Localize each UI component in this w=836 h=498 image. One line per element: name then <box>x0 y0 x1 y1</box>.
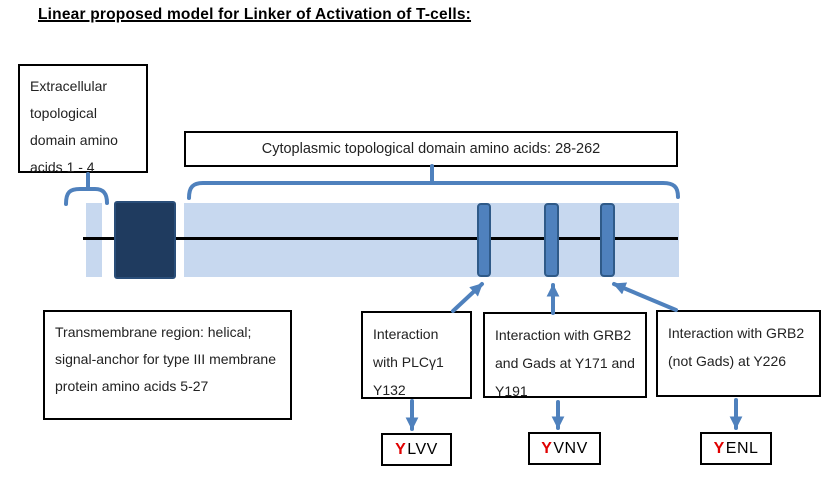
extracellular-label-text: Extracellular topological domain amino a… <box>30 78 118 175</box>
extracellular-segment <box>86 203 102 277</box>
interaction-box-plcg1: Interaction with PLCγ1 Y132 <box>361 311 472 399</box>
cytoplasmic-label-box: Cytoplasmic topological domain amino aci… <box>184 131 678 167</box>
motif-ylvv-highlight: Y <box>395 440 407 458</box>
interaction-grb2-only-text: Interaction with GRB2 (not Gads) at Y226 <box>668 325 805 369</box>
transmembrane-label-box: Transmembrane region: helical; signal-an… <box>43 310 292 420</box>
interaction-grb2-gads-text: Interaction with GRB2 and Gads at Y171 a… <box>495 327 635 399</box>
extracellular-label-box: Extracellular topological domain amino a… <box>18 64 148 175</box>
cytoplasmic-segment <box>184 203 679 277</box>
tyrosine-site-y226 <box>600 203 615 277</box>
motif-yenl-highlight: Y <box>713 439 725 457</box>
page-title: Linear proposed model for Linker of Acti… <box>38 6 472 23</box>
tyrosine-site-y171-y191 <box>544 203 559 277</box>
interaction-plcg1-text: Interaction with PLCγ1 Y132 <box>373 326 444 398</box>
transmembrane-label-text: Transmembrane region: helical; signal-an… <box>55 324 276 394</box>
arrow-up-y226-icon <box>612 282 678 312</box>
interaction-box-grb2-only: Interaction with GRB2 (not Gads) at Y226 <box>656 310 821 397</box>
motif-yvnv-highlight: Y <box>541 439 553 457</box>
cytoplasmic-label-text: Cytoplasmic topological domain amino aci… <box>261 140 601 157</box>
transmembrane-segment <box>114 201 176 279</box>
arrow-up-y132-icon <box>451 282 484 313</box>
protein-backbone-line <box>83 237 678 240</box>
motif-ylvv-rest: LVV <box>407 440 438 458</box>
motif-yvnv-rest: VNV <box>553 439 588 457</box>
tyrosine-site-y132 <box>477 203 491 277</box>
motif-yenl-rest: ENL <box>725 439 759 457</box>
cytoplasmic-brace-icon <box>187 164 680 200</box>
interaction-box-grb2-gads: Interaction with GRB2 and Gads at Y171 a… <box>483 312 647 399</box>
